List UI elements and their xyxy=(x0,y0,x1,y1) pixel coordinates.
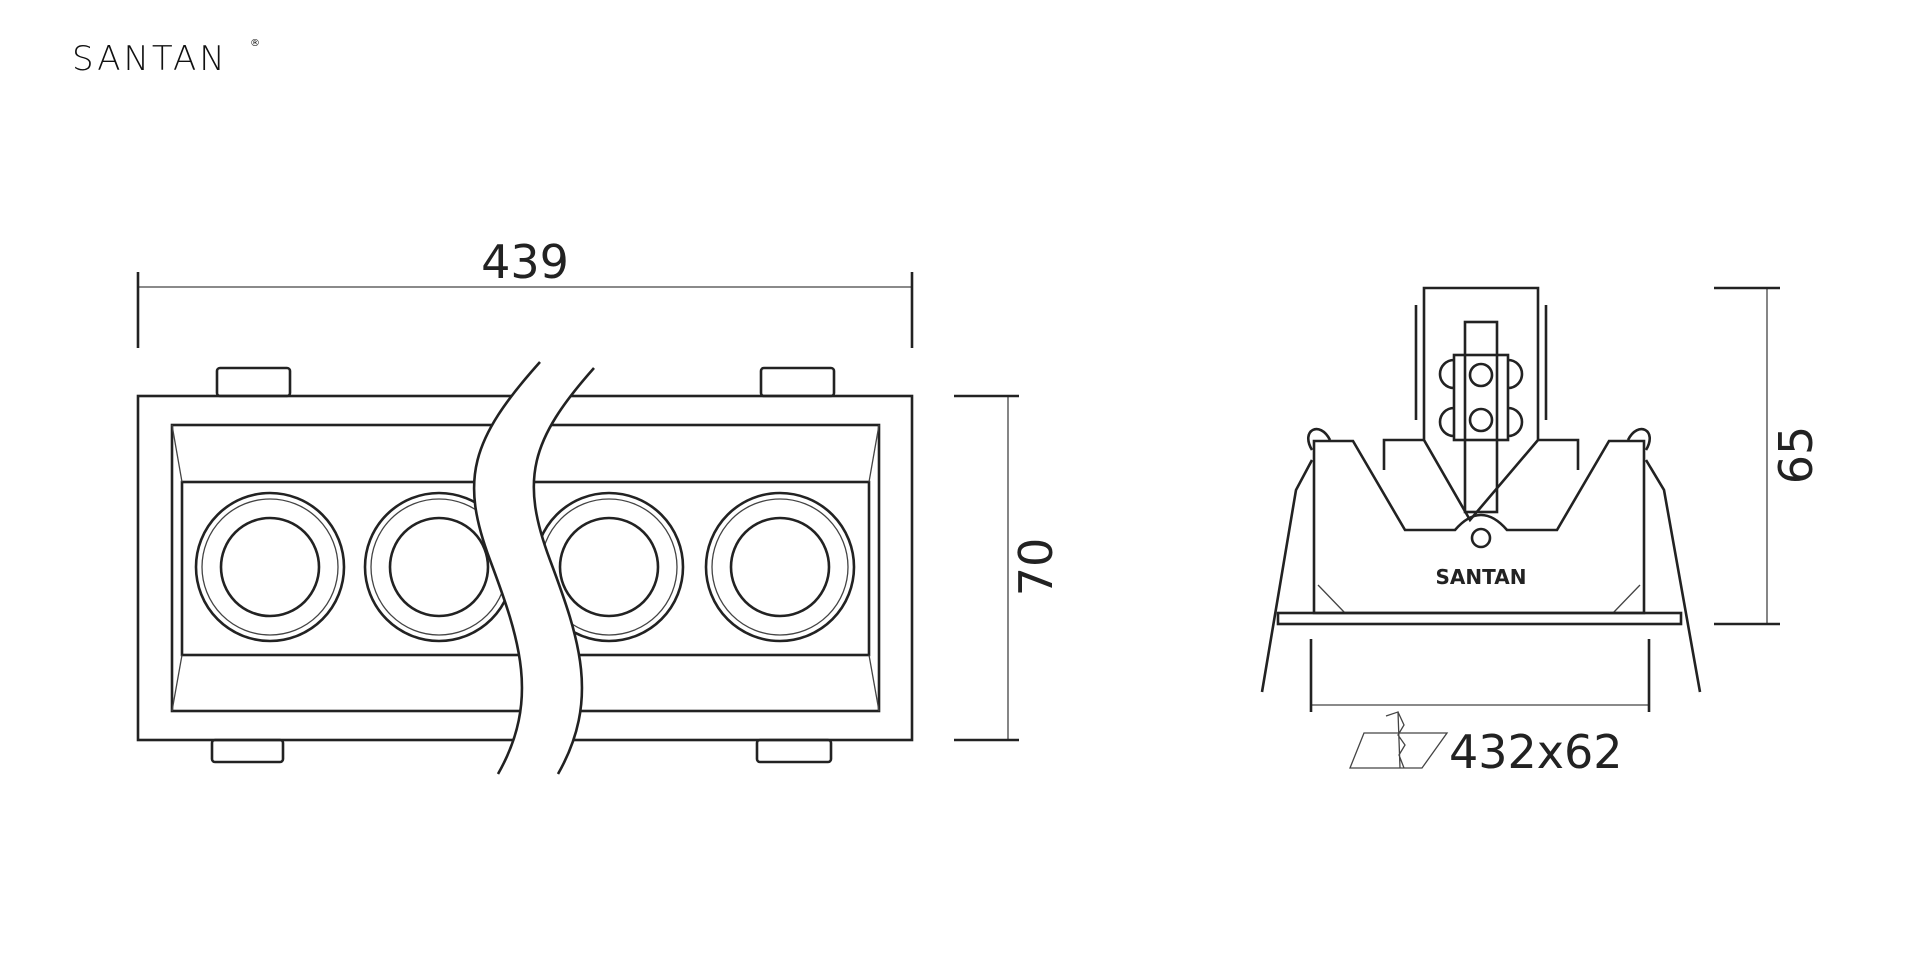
cutout-label: 432x62 xyxy=(1449,725,1623,779)
side-height-label: 65 xyxy=(1769,426,1823,485)
side-view: SANTAN 65 432x62 xyxy=(1260,286,1823,779)
spring-clips xyxy=(1260,427,1702,693)
front-view: 439 70 xyxy=(136,235,1063,775)
brand-logo: SANTAN ® xyxy=(72,38,260,79)
height-dimension: 70 xyxy=(954,394,1063,742)
break-lines xyxy=(472,361,595,775)
ceiling-cutout-icon xyxy=(1349,711,1449,769)
height-dimension-side: 65 xyxy=(1714,286,1823,626)
width-label: 439 xyxy=(481,235,569,289)
logo-text: SANTAN xyxy=(72,39,228,79)
cutout-dimension: 432x62 xyxy=(1309,639,1651,779)
bracket xyxy=(1382,286,1580,523)
housing-brand-marking: SANTAN xyxy=(1436,565,1527,589)
housing: SANTAN xyxy=(1276,439,1683,626)
width-dimension: 439 xyxy=(136,235,914,348)
lens-1 xyxy=(194,491,346,643)
flange xyxy=(1276,611,1683,626)
registered-mark: ® xyxy=(250,38,260,49)
height-label: 70 xyxy=(1009,538,1063,597)
lens-4 xyxy=(704,491,856,643)
